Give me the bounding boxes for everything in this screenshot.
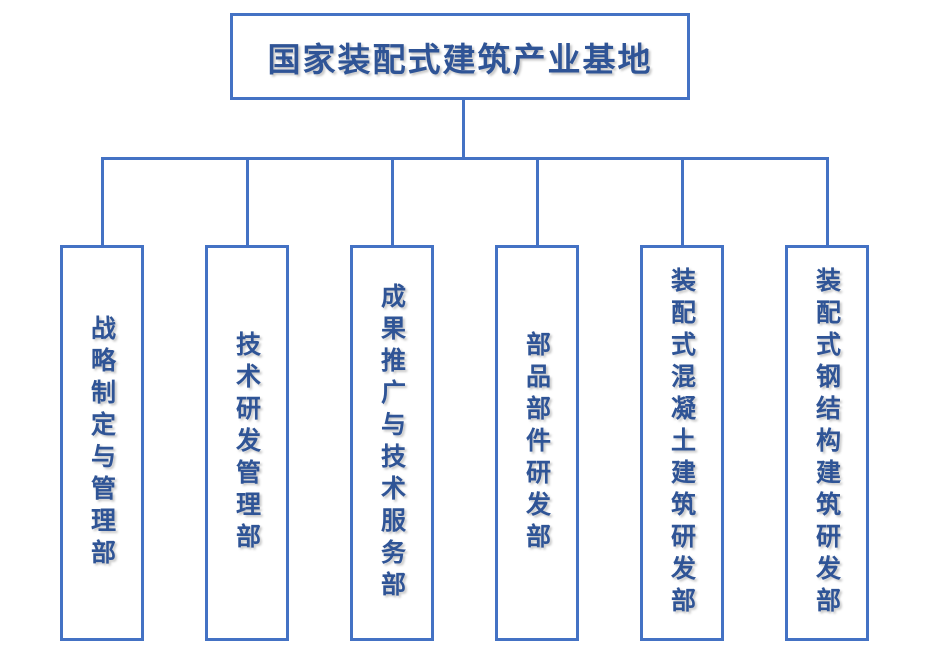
org-child-label-strategy-management: 战略制定与管理部 xyxy=(87,315,117,571)
org-root-box: 国家装配式建筑产业基地 xyxy=(230,13,690,100)
org-child-box-promotion-tech-service: 成果推广与技术服务部 xyxy=(350,245,434,641)
org-root-label: 国家装配式建筑产业基地 xyxy=(267,39,653,79)
connector-stub-2 xyxy=(245,158,249,246)
org-child-label-steel-structure-rd: 装配式钢结构建筑研发部 xyxy=(812,267,842,619)
org-child-label-promotion-tech-service: 成果推广与技术服务部 xyxy=(377,283,407,603)
connector-stub-4 xyxy=(535,158,539,246)
org-child-box-strategy-management: 战略制定与管理部 xyxy=(60,245,144,641)
connector-stub-5 xyxy=(680,158,684,246)
connector-trunk xyxy=(461,100,465,158)
org-child-box-tech-rd-management: 技术研发管理部 xyxy=(205,245,289,641)
connector-horizontal-bar xyxy=(100,157,829,160)
connector-stub-6 xyxy=(825,158,829,246)
org-child-box-steel-structure-rd: 装配式钢结构建筑研发部 xyxy=(785,245,869,641)
connector-stub-1 xyxy=(100,158,104,246)
org-child-label-parts-components-rd: 部品部件研发部 xyxy=(522,331,552,555)
org-child-label-precast-concrete-rd: 装配式混凝土建筑研发部 xyxy=(667,267,697,619)
org-child-box-parts-components-rd: 部品部件研发部 xyxy=(495,245,579,641)
connector-stub-3 xyxy=(390,158,394,246)
org-child-box-precast-concrete-rd: 装配式混凝土建筑研发部 xyxy=(640,245,724,641)
org-child-label-tech-rd-management: 技术研发管理部 xyxy=(232,331,262,555)
